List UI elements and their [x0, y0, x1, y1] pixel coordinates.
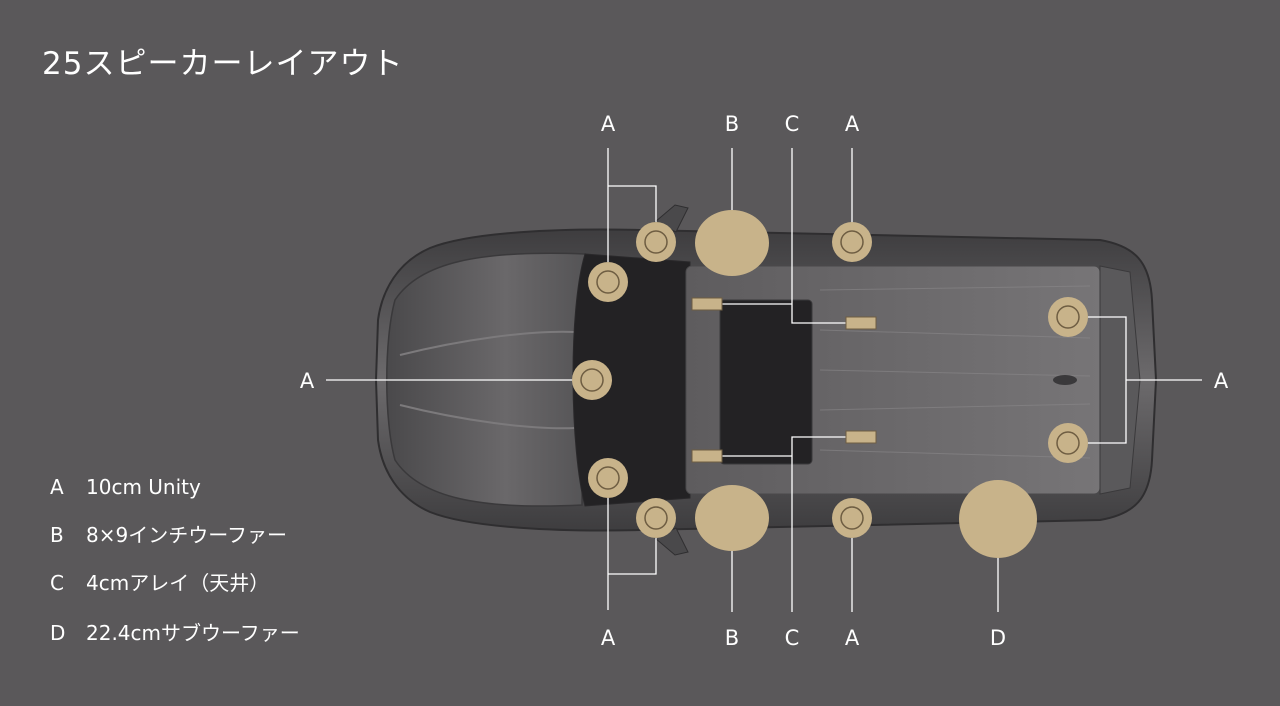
sunroof — [719, 299, 813, 465]
label-bottom-b: B — [725, 626, 739, 650]
speaker-d — [959, 480, 1037, 558]
speaker-c — [691, 297, 723, 311]
speaker-c — [691, 449, 723, 463]
speaker-c — [845, 430, 877, 444]
label-bottom-a-left: A — [601, 626, 616, 650]
diagram-labels: A B C A A B C A D A A — [300, 112, 1229, 650]
label-left-a: A — [300, 369, 315, 393]
speakers — [572, 210, 1088, 558]
hood-crease — [399, 404, 576, 430]
speaker-a — [588, 262, 628, 302]
speaker-a — [636, 222, 676, 262]
roof-texture — [819, 285, 1091, 459]
speaker-a — [636, 498, 676, 538]
label-top-b: B — [725, 112, 739, 136]
speaker-b — [695, 210, 769, 276]
label-bottom-d: D — [990, 626, 1006, 650]
label-top-a-right: A — [845, 112, 860, 136]
speaker-a — [1048, 297, 1088, 337]
speaker-a — [832, 222, 872, 262]
page-title: 25スピーカーレイアウト — [42, 46, 404, 82]
leader-lines — [326, 148, 1202, 612]
label-top-c: C — [785, 112, 800, 136]
leader-line — [608, 538, 657, 575]
windshield — [572, 253, 691, 507]
rear-hatch — [1099, 265, 1141, 495]
speaker-a — [1048, 423, 1088, 463]
leader-line — [791, 436, 846, 612]
label-top-a-left: A — [601, 112, 616, 136]
label-bottom-c: C — [785, 626, 800, 650]
leader-line — [608, 185, 657, 222]
label-right-a: A — [1214, 369, 1229, 393]
hood-crease — [399, 330, 576, 356]
speaker-a — [588, 458, 628, 498]
speaker-a — [832, 498, 872, 538]
speaker-a — [572, 360, 612, 400]
speaker-c — [845, 316, 877, 330]
label-bottom-a-right: A — [845, 626, 860, 650]
rear-wiper — [1053, 375, 1077, 385]
leader-line — [791, 148, 846, 324]
car-top-view — [374, 204, 1158, 556]
speaker-b — [695, 485, 769, 551]
